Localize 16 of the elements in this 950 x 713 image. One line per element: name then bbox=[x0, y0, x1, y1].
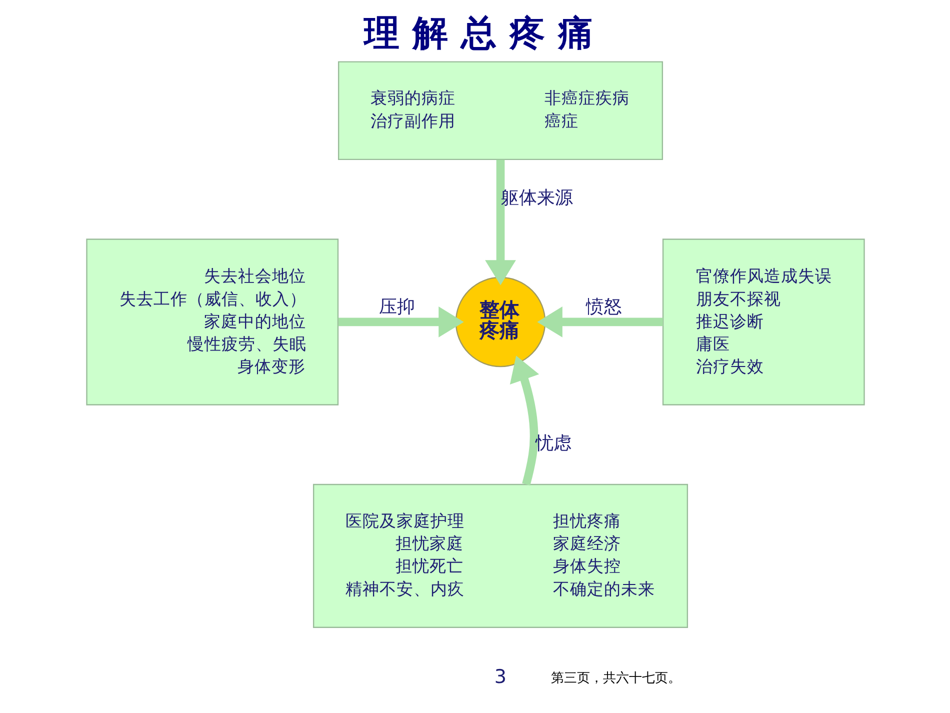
node-box: 失去社会地位 失去工作（威信、收入） 家庭中的地位 慢性疲劳、失眠 身体变形 bbox=[86, 238, 338, 406]
label: 第三页，共六十七页。 bbox=[550, 670, 680, 686]
edge-label: 压抑 bbox=[378, 296, 414, 318]
edge-label: 愤怒 bbox=[586, 296, 622, 318]
node-box: 衰弱的病症 非癌症疾病 治疗副作用 癌症 bbox=[337, 61, 663, 160]
node-box: 医院及家庭护理 担忧疼痛 担忧家庭 家庭经济 担忧死亡 身体失控 精神不安、内疚 不确定的未来 bbox=[312, 484, 688, 628]
edge-label: 忧虑 bbox=[534, 432, 571, 454]
node-box: 官僚作风造成失误 朋友不探视 推迟诊断 庸医 治疗失效 bbox=[662, 238, 864, 406]
arrow bbox=[509, 356, 539, 486]
arrow bbox=[484, 160, 516, 286]
label: 3 bbox=[494, 666, 506, 688]
node-circle: 整体疼痛 bbox=[454, 276, 546, 368]
diagram-title: 理 解 总 疼 痛 bbox=[364, 13, 594, 54]
arrow bbox=[338, 306, 464, 338]
arrow bbox=[536, 306, 662, 338]
edge-label: 躯体来源 bbox=[500, 188, 572, 209]
